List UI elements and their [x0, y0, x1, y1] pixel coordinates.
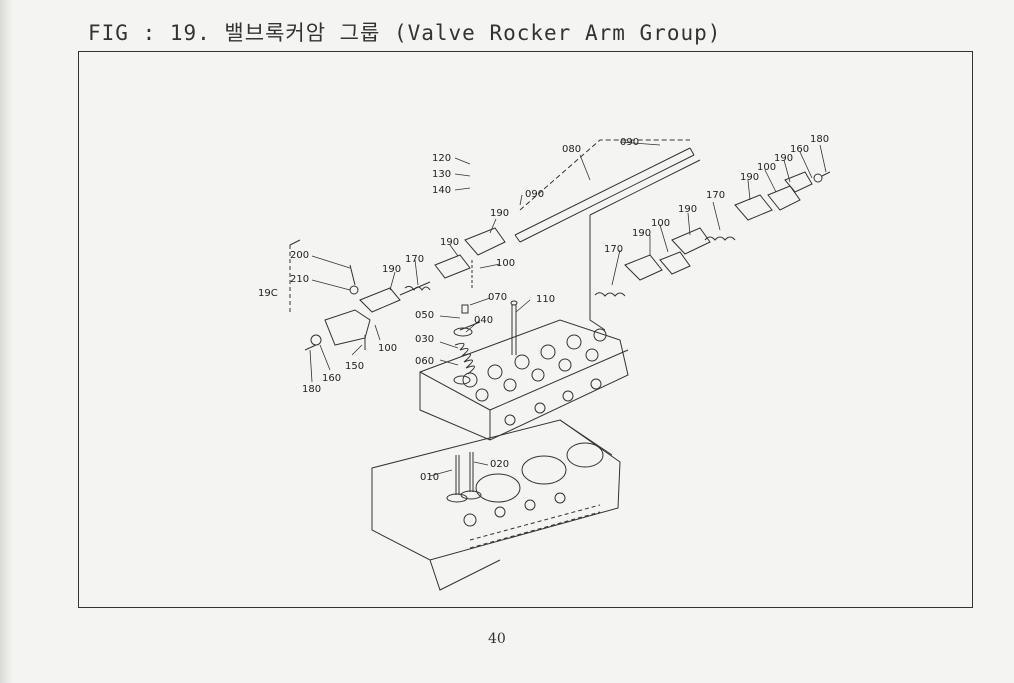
rocker-shaft-drawing	[514, 139, 701, 331]
callout-120: 120	[432, 153, 451, 164]
callout-170-right-high: 170	[706, 190, 725, 201]
figure-title: FIG : 19. 밸브록커암 그룹 (Valve Rocker Arm Gro…	[88, 21, 722, 45]
callout-150: 150	[345, 361, 364, 372]
callout-140: 140	[432, 185, 451, 196]
callout-190-right-2: 190	[678, 204, 697, 215]
callout-160-right: 160	[790, 144, 809, 155]
callout-19c: 19C	[258, 288, 278, 299]
callout-100-right-1: 100	[651, 218, 670, 229]
callout-190-right-1: 190	[632, 228, 651, 239]
callout-190-mid: 190	[440, 237, 459, 248]
cylinder-block-drawing	[419, 319, 629, 441]
callout-180-right: 180	[810, 134, 829, 145]
callout-170-left: 170	[405, 254, 424, 265]
valves-drawing	[446, 452, 482, 503]
callout-170-right-low: 170	[604, 244, 623, 255]
left-rocker-assembly	[289, 227, 506, 351]
callout-040: 040	[474, 315, 493, 326]
callout-labels: 120 130 140 080 090 090 190 190 200 210 …	[258, 134, 829, 483]
callout-090-lower: 090	[525, 189, 544, 200]
callout-190-right-3: 190	[740, 172, 759, 183]
callout-100-right-2: 100	[757, 162, 776, 173]
callout-190-top: 190	[490, 208, 509, 219]
callout-100-left: 100	[378, 343, 397, 354]
callout-160-left: 160	[322, 373, 341, 384]
callout-190-left: 190	[382, 264, 401, 275]
callout-080: 080	[562, 144, 581, 155]
callout-020: 020	[490, 459, 509, 470]
callout-180-left: 180	[302, 384, 321, 395]
callout-110: 110	[536, 294, 555, 305]
callout-210: 210	[290, 274, 309, 285]
leader-lines	[309, 141, 827, 477]
callout-200: 200	[290, 250, 309, 261]
callout-030: 030	[415, 334, 434, 345]
callout-060: 060	[415, 356, 434, 367]
callout-010: 010	[420, 472, 439, 483]
diagram-frame	[78, 51, 973, 608]
callout-070: 070	[488, 292, 507, 303]
callout-090-upper: 090	[620, 137, 639, 148]
callout-130: 130	[432, 169, 451, 180]
right-rocker-assembly	[594, 171, 831, 297]
callout-190-right-4: 190	[774, 153, 793, 164]
page-number: 40	[488, 631, 506, 647]
callout-100-top: 100	[496, 258, 515, 269]
binding-edge	[0, 0, 14, 683]
callout-050: 050	[415, 310, 434, 321]
cylinder-head-drawing	[371, 419, 621, 591]
